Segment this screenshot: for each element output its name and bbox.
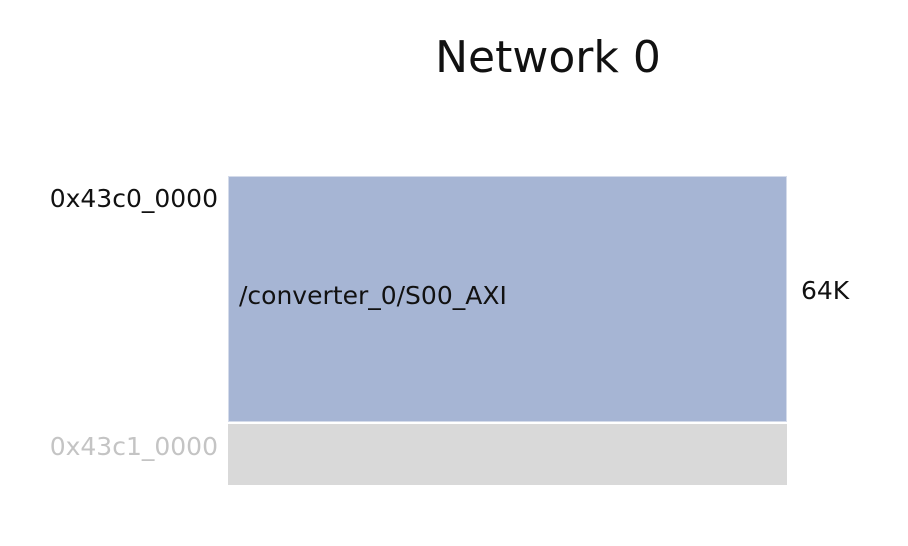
segment-size-label: 64K xyxy=(801,276,850,305)
segment-name-label: /converter_0/S00_AXI xyxy=(239,281,507,310)
address-segment-block[interactable]: /converter_0/S00_AXI xyxy=(228,176,787,422)
network-title: Network 0 xyxy=(435,32,661,83)
segment-end-address: 0x43c1_0000 xyxy=(49,432,218,461)
unmapped-region xyxy=(228,424,787,485)
segment-start-address: 0x43c0_0000 xyxy=(49,184,218,213)
